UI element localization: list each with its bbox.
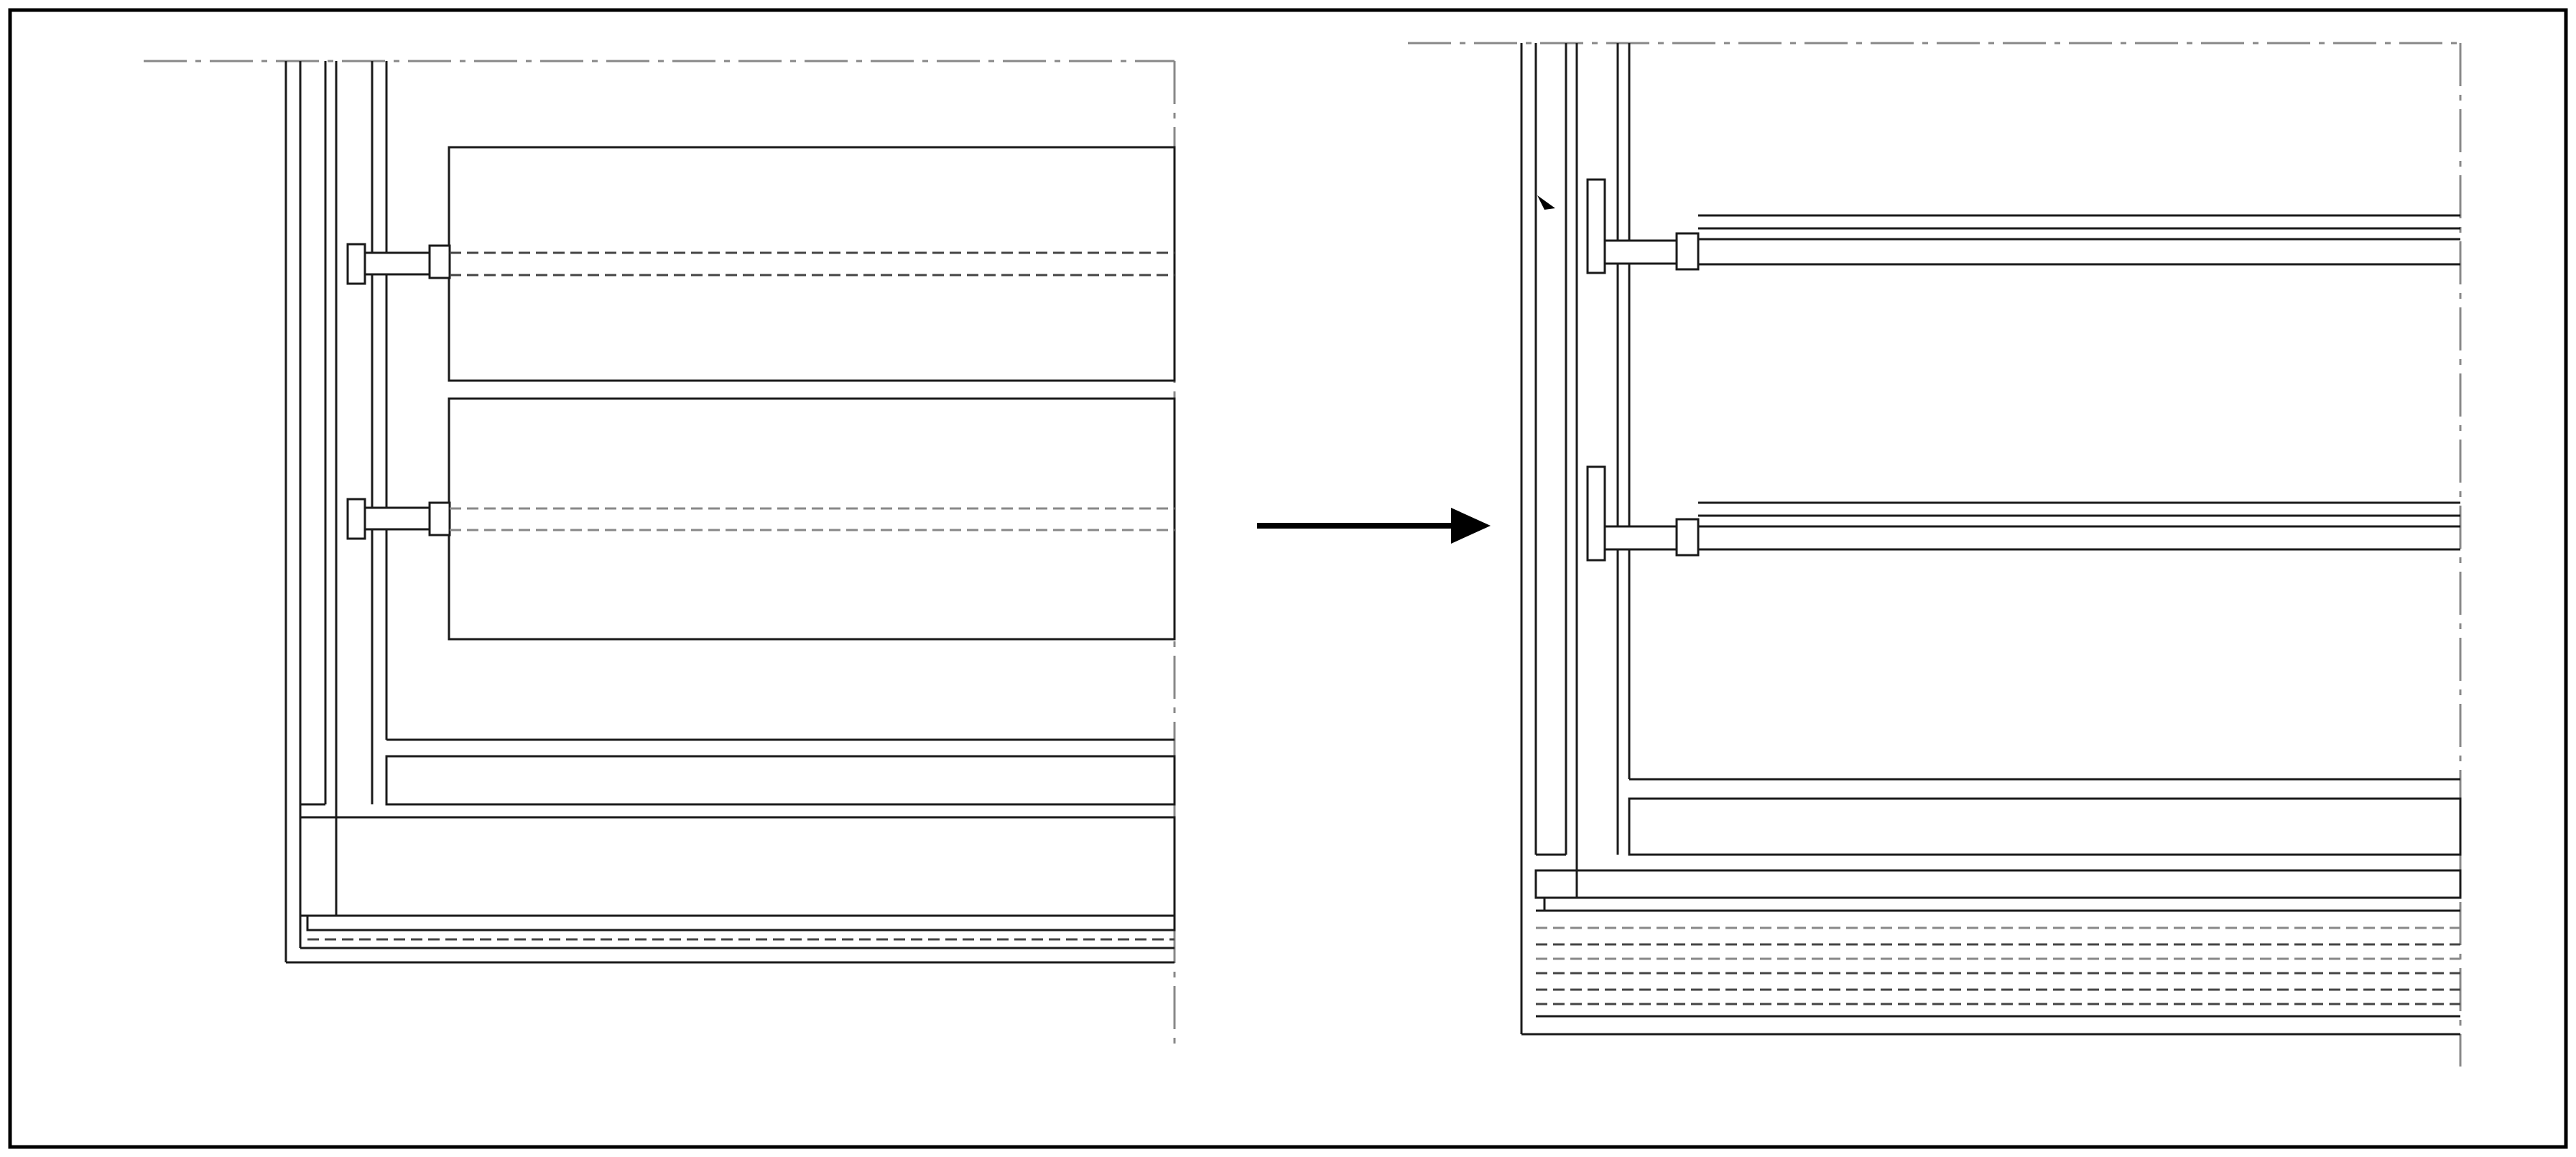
right-wall	[1520, 43, 1631, 1034]
left-upper-strut	[346, 243, 1175, 285]
right-base	[1521, 778, 2462, 1036]
right-arrow	[1257, 508, 1491, 544]
left-lower-panel	[448, 397, 1176, 641]
right-marker	[1537, 195, 1555, 210]
left-lower-strut	[346, 498, 1175, 540]
right-panel	[1408, 42, 2462, 1067]
right-upper-strut	[1586, 178, 2460, 274]
left-upper-panel	[448, 146, 1176, 382]
right-lower-strut	[1586, 465, 2460, 562]
left-wall	[284, 61, 388, 962]
left-base	[286, 738, 1176, 964]
left-panel	[144, 60, 1176, 1052]
figure-frame	[8, 8, 2568, 1149]
